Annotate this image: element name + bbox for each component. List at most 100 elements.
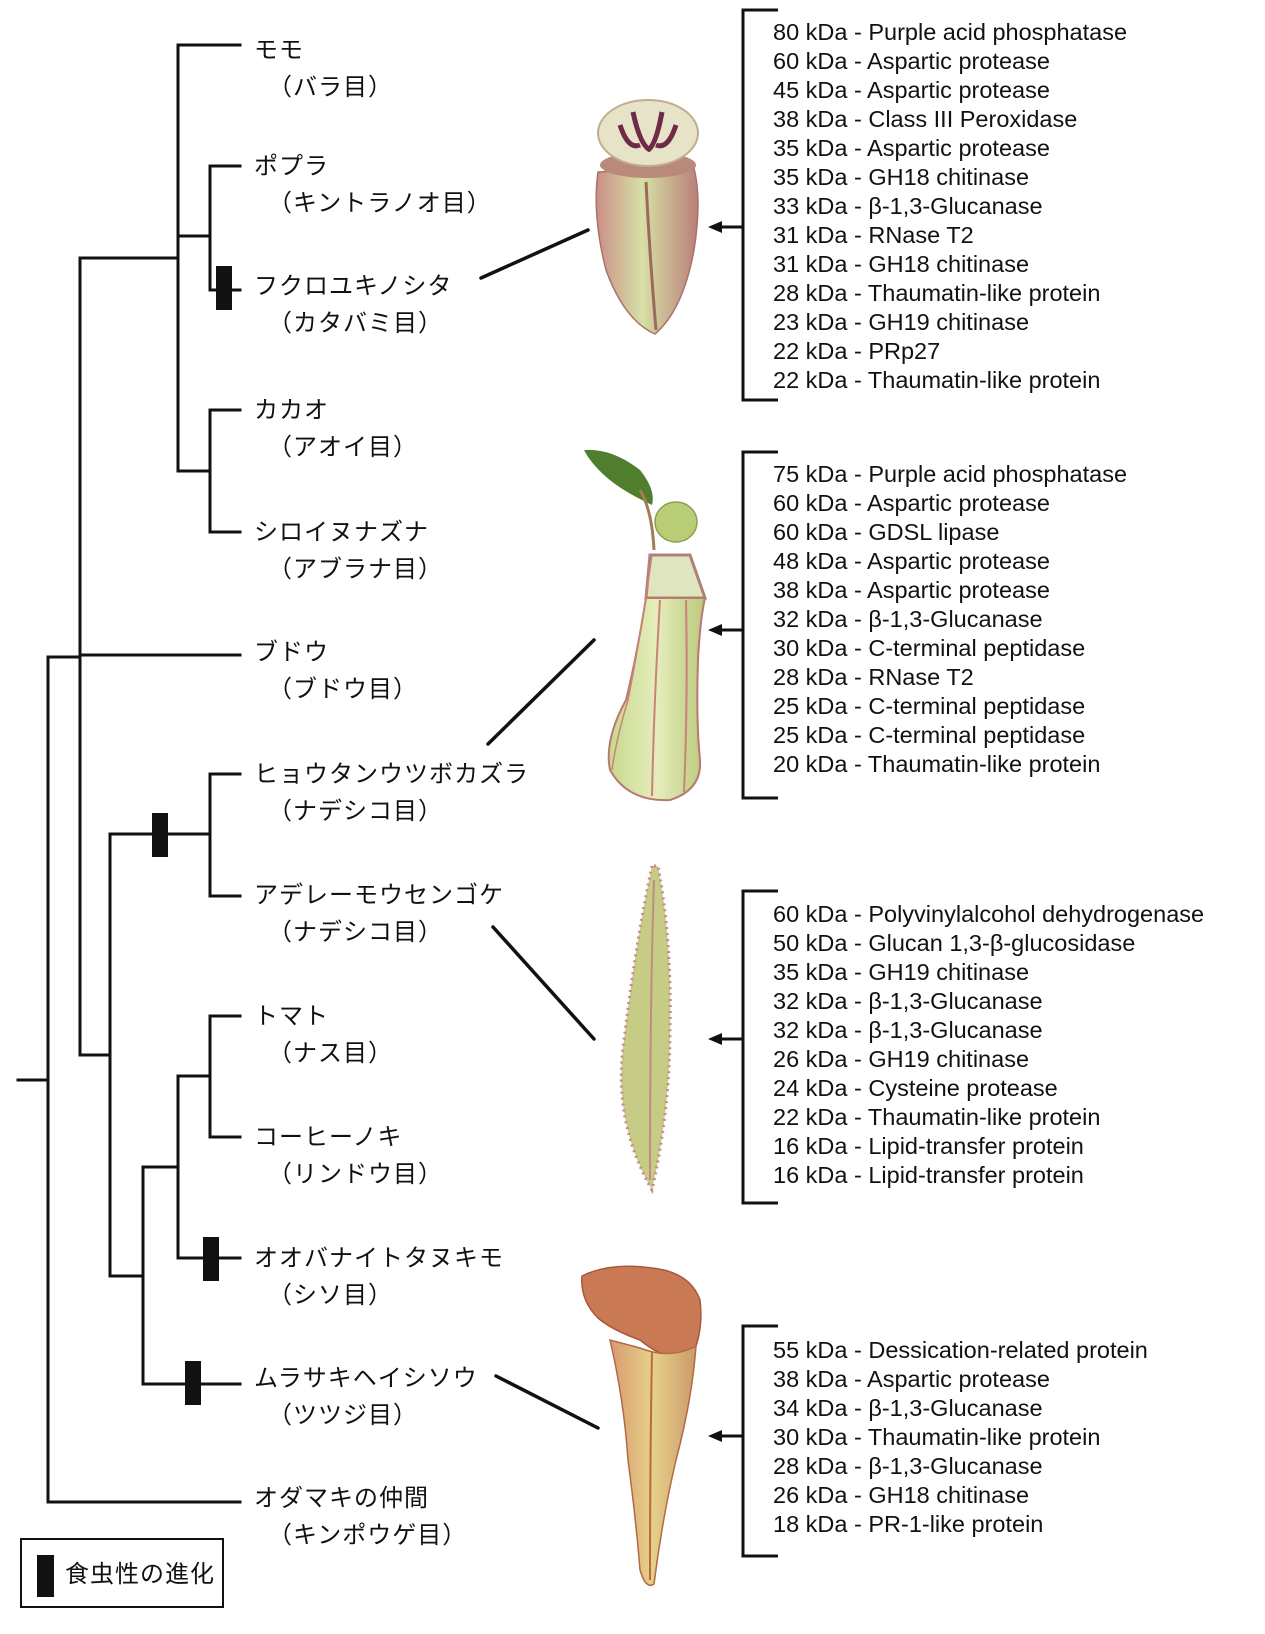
- list-arrow: [708, 1033, 722, 1045]
- connector-line: [479, 228, 590, 280]
- protein-entry: 50 kDa - Glucan 1,3-β-glucosidase: [773, 930, 1136, 956]
- taxon-name: トマト: [254, 1002, 329, 1030]
- list-arrow: [708, 1430, 722, 1442]
- taxon-label: シロイヌナズナ （アブラナ目）: [254, 514, 443, 588]
- taxon-label: ヒョウタンウツボカズラ （ナデシコ目）: [254, 756, 529, 830]
- taxon-label: モモ （バラ目）: [254, 32, 393, 106]
- protein-list: 75 kDa - Purple acid phosphatase 60 kDa -…: [773, 460, 1127, 779]
- protein-entry: 30 kDa - C-terminal peptidase: [773, 635, 1086, 661]
- protein-entry: 28 kDa - β-1,3-Glucanase: [773, 1453, 1043, 1479]
- protein-entry: 60 kDa - Aspartic protease: [773, 490, 1050, 516]
- carnivory-marker: [185, 1361, 201, 1405]
- taxon-label: オダマキの仲間 （キンポウゲ目）: [254, 1480, 467, 1554]
- protein-entry: 35 kDa - GH19 chitinase: [773, 959, 1030, 985]
- protein-entry: 38 kDa - Aspartic protease: [773, 577, 1050, 603]
- taxon-label: オオバナイトタヌキモ（シソ目）: [254, 1240, 504, 1314]
- list-bracket: [741, 450, 778, 800]
- taxon-name: オオバナイトタヌキモ: [254, 1244, 504, 1272]
- taxon-name: ポプラ: [254, 152, 329, 180]
- taxon-label: フクロユキノシタ （カタバミ目）: [254, 268, 452, 342]
- protein-entry: 35 kDa - GH18 chitinase: [773, 164, 1030, 190]
- taxon-order: （ツツジ目）: [268, 1401, 418, 1429]
- protein-entry: 25 kDa - C-terminal peptidase: [773, 722, 1086, 748]
- protein-entry: 28 kDa - Thaumatin-like protein: [773, 280, 1101, 306]
- taxon-label: カカオ （アオイ目）: [254, 392, 418, 466]
- protein-list: 80 kDa - Purple acid phosphatase 60 kDa -…: [773, 18, 1127, 395]
- protein-list: 55 kDa - Dessication-related protein 38 k…: [773, 1336, 1148, 1539]
- protein-entry: 60 kDa - Aspartic protease: [773, 48, 1050, 74]
- taxon-label: ブドウ （ブドウ目）: [254, 634, 418, 708]
- list-arrow: [708, 221, 722, 233]
- drosera-leaf-illustration: [619, 864, 672, 1195]
- taxon-name: アデレーモウセンゴケ: [254, 881, 504, 909]
- taxon-order: （アブラナ目）: [268, 555, 443, 583]
- protein-entry: 31 kDa - GH18 chitinase: [773, 251, 1030, 277]
- protein-entry: 18 kDa - PR-1-like protein: [773, 1511, 1044, 1537]
- protein-entry: 31 kDa - RNase T2: [773, 222, 974, 248]
- protein-entry: 22 kDa - Thaumatin-like protein: [773, 1104, 1101, 1130]
- taxon-order: （バラ目）: [268, 73, 393, 101]
- list-bracket: [741, 889, 778, 1205]
- protein-entry: 22 kDa - Thaumatin-like protein: [773, 367, 1101, 393]
- protein-entry: 48 kDa - Aspartic protease: [773, 548, 1050, 574]
- protein-entry: 28 kDa - RNase T2: [773, 664, 974, 690]
- connector-line: [494, 1374, 600, 1430]
- taxon-order: （ブドウ目）: [268, 675, 418, 703]
- list-bracket: [741, 1324, 778, 1558]
- protein-entry: 26 kDa - GH19 chitinase: [773, 1046, 1030, 1072]
- taxon-name: モモ: [254, 36, 304, 64]
- legend-marker: [37, 1555, 54, 1597]
- taxon-label: ポプラ（キントラノオ目）: [254, 148, 492, 222]
- connector-line: [486, 638, 596, 746]
- protein-entry: 16 kDa - Lipid-transfer protein: [773, 1162, 1084, 1188]
- taxon-label: コーヒーノキ （リンドウ目）: [254, 1119, 443, 1193]
- taxon-order: （キンポウゲ目）: [268, 1521, 468, 1549]
- taxon-order: （ナデシコ目）: [268, 797, 443, 825]
- cephalotus-pitcher-illustration: [595, 99, 699, 335]
- taxon-name: ブドウ: [254, 638, 329, 666]
- taxon-order: （カタバミ目）: [268, 309, 443, 337]
- protein-entry: 38 kDa - Aspartic protease: [773, 1366, 1050, 1392]
- taxon-label: ムラサキヘイシソウ（ツツジ目）: [254, 1360, 478, 1434]
- taxon-name: シロイヌナズナ: [254, 518, 429, 546]
- protein-entry: 75 kDa - Purple acid phosphatase: [773, 461, 1128, 487]
- protein-entry: 34 kDa - β-1,3-Glucanase: [773, 1395, 1043, 1421]
- carnivory-marker: [152, 813, 168, 857]
- legend: 食虫性の進化: [20, 1538, 224, 1608]
- taxon-label: トマト （ナス目）: [254, 998, 393, 1072]
- taxon-name: コーヒーノキ: [254, 1123, 403, 1151]
- protein-entry: 32 kDa - β-1,3-Glucanase: [773, 1017, 1043, 1043]
- protein-entry: 23 kDa - GH19 chitinase: [773, 309, 1030, 335]
- protein-entry: 24 kDa - Cysteine protease: [773, 1075, 1058, 1101]
- carnivory-marker: [203, 1237, 219, 1281]
- taxon-name: オダマキの仲間: [254, 1484, 429, 1512]
- list-bracket: [741, 8, 778, 402]
- protein-entry: 22 kDa - PRp27: [773, 338, 941, 364]
- taxon-name: ヒョウタンウツボカズラ: [254, 760, 529, 788]
- taxon-label: アデレーモウセンゴケ （ナデシコ目）: [254, 877, 504, 951]
- protein-entry: 80 kDa - Purple acid phosphatase: [773, 19, 1128, 45]
- protein-entry: 30 kDa - Thaumatin-like protein: [773, 1424, 1101, 1450]
- legend-label: 食虫性の進化: [65, 1560, 215, 1588]
- protein-entry: 32 kDa - β-1,3-Glucanase: [773, 988, 1043, 1014]
- taxon-order: （ナス目）: [268, 1039, 393, 1067]
- protein-entry: 60 kDa - Polyvinylalcohol dehydrogenase: [773, 901, 1205, 927]
- connector-line: [491, 925, 596, 1041]
- protein-entry: 33 kDa - β-1,3-Glucanase: [773, 193, 1043, 219]
- taxon-name: カカオ: [254, 396, 329, 424]
- taxon-name: フクロユキノシタ: [254, 272, 453, 300]
- carnivory-marker: [216, 266, 232, 310]
- protein-entry: 55 kDa - Dessication-related protein: [773, 1337, 1148, 1363]
- protein-entry: 26 kDa - GH18 chitinase: [773, 1482, 1030, 1508]
- taxon-order: （リンドウ目）: [268, 1160, 443, 1188]
- sarracenia-pitcher-illustration: [581, 1265, 702, 1587]
- protein-entry: 38 kDa - Class III Peroxidase: [773, 106, 1078, 132]
- list-arrow: [708, 624, 722, 636]
- protein-entry: 35 kDa - Aspartic protease: [773, 135, 1050, 161]
- protein-entry: 45 kDa - Aspartic protease: [773, 77, 1050, 103]
- taxon-order: （アオイ目）: [268, 433, 418, 461]
- nepenthes-pitcher-illustration: [584, 449, 708, 802]
- taxon-order: （ナデシコ目）: [268, 918, 443, 946]
